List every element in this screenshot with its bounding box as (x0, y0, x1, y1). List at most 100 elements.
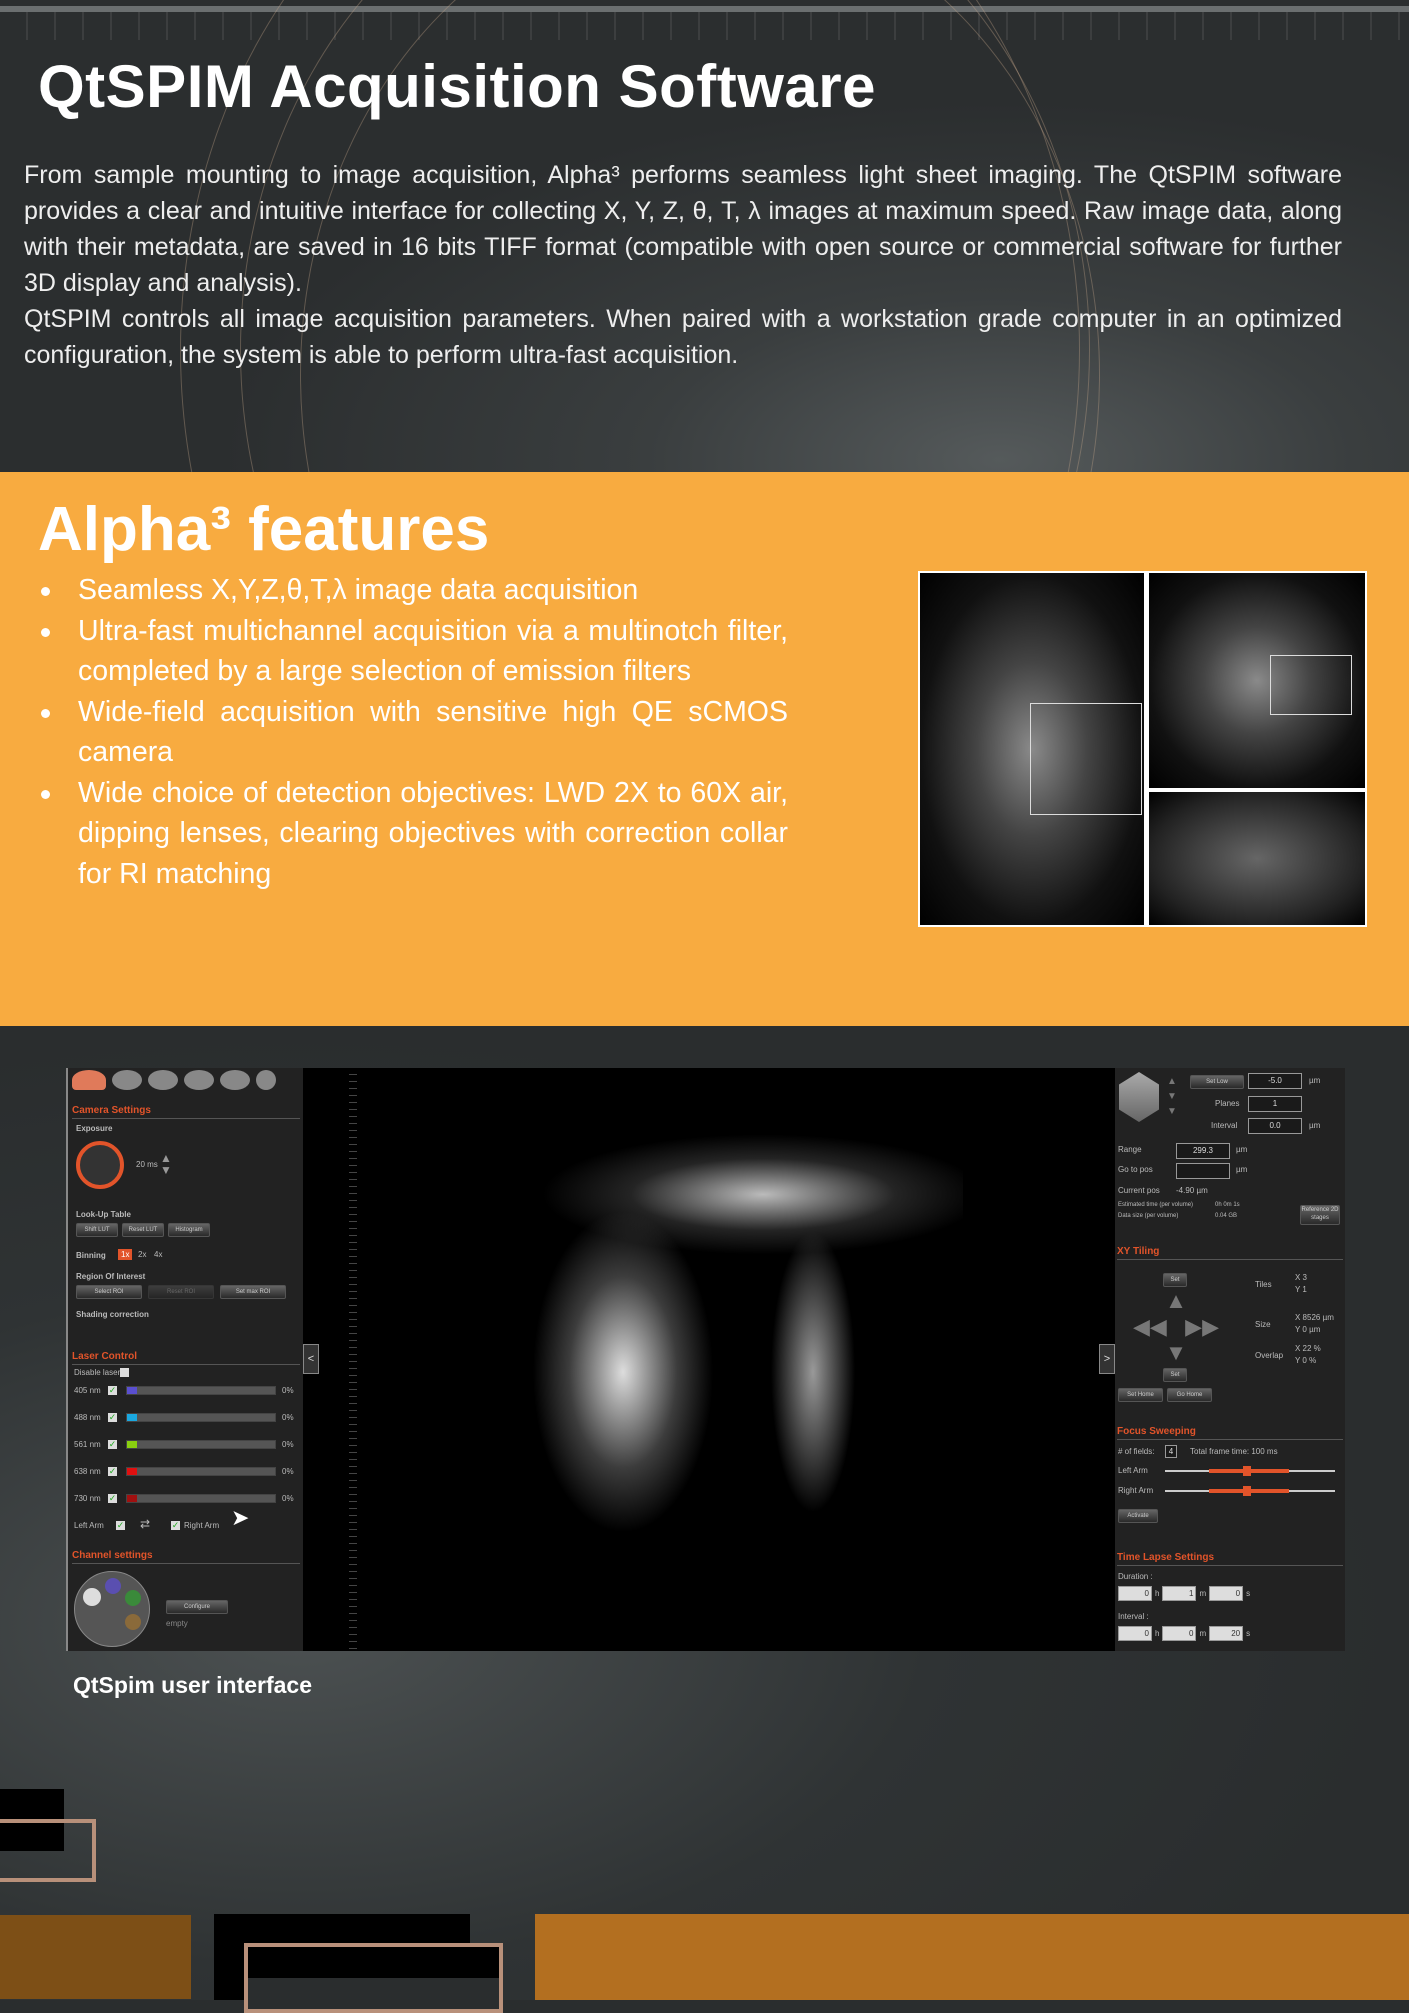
filter-slot[interactable] (125, 1590, 141, 1606)
decor-outline (0, 1819, 96, 1882)
laser-power-slider[interactable] (126, 1386, 276, 1395)
detail-image (1149, 573, 1365, 788)
range-field[interactable]: 299.3 (1176, 1143, 1230, 1159)
exposure-dial[interactable] (76, 1141, 124, 1189)
binning-1x[interactable]: 1x (118, 1249, 133, 1260)
right-arm-checkbox[interactable]: ✓ (171, 1520, 180, 1530)
current-pos-label: Current pos (1118, 1186, 1160, 1195)
decor-outline (244, 1943, 503, 2013)
interval-field[interactable]: 0.0 (1248, 1118, 1302, 1134)
feature-item: Seamless X,Y,Z,θ,T,λ image data acquisit… (38, 570, 788, 611)
shading-correction-label: Shading correction (76, 1310, 149, 1319)
intro-paragraph: From sample mounting to image acquisitio… (24, 161, 1342, 297)
size-x: X 8526 µm (1295, 1313, 1334, 1322)
planes-field[interactable]: 1 (1248, 1096, 1302, 1112)
filter-slot[interactable] (125, 1614, 141, 1630)
set-top-button[interactable]: Set (1163, 1273, 1187, 1287)
reset-lut-button[interactable]: Reset LUT (122, 1223, 164, 1237)
laser-enable-checkbox[interactable]: ✓ (108, 1493, 117, 1503)
laser-color-swatch (127, 1387, 137, 1394)
binning-4x[interactable]: 4x (154, 1250, 163, 1259)
exposure-stepper-icon[interactable]: ▲▼ (160, 1151, 172, 1177)
laser-enable-checkbox[interactable]: ✓ (108, 1439, 117, 1449)
laser-color-swatch (127, 1414, 137, 1421)
histogram-button[interactable]: Histogram (168, 1223, 210, 1237)
tool-tabs (72, 1070, 302, 1092)
shift-lut-button[interactable]: Shift LUT (76, 1223, 118, 1237)
binning-2x[interactable]: 2x (138, 1250, 147, 1259)
est-time-label: Estimated time (per volume) (1118, 1202, 1194, 1208)
laser-wavelength-label: 488 nm (74, 1413, 101, 1422)
laser-color-swatch (127, 1441, 137, 1448)
swap-arms-icon[interactable]: ⇄ (140, 1517, 151, 1531)
zstack-arrows-icon[interactable]: ▲▼▼ (1167, 1076, 1177, 1117)
set-max-roi-button[interactable]: Set max ROI (220, 1285, 286, 1299)
tool-tab[interactable] (72, 1070, 106, 1090)
duration-field[interactable]: 1 (1162, 1586, 1197, 1601)
go-home-button[interactable]: Go Home (1167, 1388, 1212, 1402)
laser-enable-checkbox[interactable]: ✓ (108, 1385, 117, 1395)
roi-label: Region Of Interest (76, 1272, 146, 1281)
duration-field[interactable]: 0 (1118, 1586, 1152, 1601)
unit-label: m (1199, 1629, 1207, 1638)
tool-tab[interactable] (256, 1070, 276, 1090)
left-arm-checkbox[interactable]: ✓ (116, 1520, 125, 1530)
laser-power-slider[interactable] (126, 1413, 276, 1422)
right-arm-slider[interactable] (1165, 1486, 1335, 1496)
set-home-button[interactable]: Set Home (1118, 1388, 1163, 1402)
left-arm-label: Left Arm (74, 1521, 104, 1530)
interval-label: Interval (1211, 1121, 1238, 1130)
unit-label: h (1155, 1629, 1160, 1638)
activate-button[interactable]: Activate (1118, 1509, 1158, 1523)
est-time-value: 0h 0m 1s (1215, 1202, 1240, 1208)
reference-stages-button[interactable]: Reference 2D stages (1300, 1205, 1340, 1225)
select-roi-button[interactable]: Select ROI (76, 1285, 142, 1299)
laser-power-slider[interactable] (126, 1467, 276, 1476)
zoom-region-box (1030, 703, 1142, 815)
zoom-region-box (1270, 655, 1352, 715)
filter-slot[interactable] (105, 1578, 121, 1594)
tool-tab[interactable] (148, 1070, 178, 1090)
laser-enable-checkbox[interactable]: ✓ (108, 1412, 117, 1422)
focus-sweeping-header: Focus Sweeping (1117, 1426, 1343, 1440)
unit-label: µm (1236, 1145, 1248, 1154)
interval-field[interactable]: 0 (1118, 1626, 1152, 1641)
interval-field[interactable]: 0 (1162, 1626, 1197, 1641)
laser-power-value: 0% (282, 1413, 294, 1422)
filter-slot[interactable] (83, 1588, 101, 1606)
filter-wheel[interactable] (74, 1571, 150, 1647)
reset-roi-button[interactable]: Reset ROI (148, 1285, 214, 1299)
collapse-right-button[interactable]: > (1099, 1344, 1115, 1374)
image-viewer[interactable]: < > (303, 1068, 1115, 1651)
configure-button[interactable]: Configure (166, 1600, 228, 1614)
laser-enable-checkbox[interactable]: ✓ (108, 1466, 117, 1476)
goto-pos-label: Go to pos (1118, 1165, 1153, 1174)
tool-tab[interactable] (184, 1070, 214, 1090)
qtspim-screenshot: Camera Settings Exposure 20 ms ▲▼ Look-U… (66, 1068, 1345, 1651)
camera-settings-header: Camera Settings (72, 1105, 300, 1119)
laser-power-slider[interactable] (126, 1440, 276, 1449)
interval-field[interactable]: 20 (1209, 1626, 1244, 1641)
left-arm-slider[interactable] (1165, 1466, 1335, 1476)
mouse-cursor-icon: ➤ (231, 1505, 250, 1530)
disable-lasers-checkbox[interactable] (120, 1368, 129, 1377)
set-bottom-button[interactable]: Set (1163, 1368, 1187, 1382)
zstack-icon (1119, 1072, 1159, 1122)
laser-power-slider[interactable] (126, 1494, 276, 1503)
disable-lasers-label: Disable lasers (74, 1368, 125, 1377)
laser-color-swatch (127, 1468, 137, 1475)
unit-label: µm (1309, 1121, 1321, 1130)
duration-field[interactable]: 0 (1209, 1586, 1244, 1601)
collapse-left-button[interactable]: < (303, 1344, 319, 1374)
tiling-arrows[interactable]: ▲◀◀ ▶▶▼ (1132, 1288, 1219, 1365)
low-value-field[interactable]: -5.0 (1248, 1073, 1302, 1089)
laser-color-swatch (127, 1495, 137, 1502)
features-title: Alpha³ features (38, 495, 490, 564)
fields-field[interactable]: 4 (1165, 1445, 1177, 1458)
tool-tab[interactable] (112, 1070, 142, 1090)
goto-pos-field[interactable] (1176, 1163, 1230, 1179)
tool-tab[interactable] (220, 1070, 250, 1090)
set-low-button[interactable]: Set Low (1190, 1075, 1244, 1089)
exposure-label: Exposure (76, 1124, 113, 1133)
